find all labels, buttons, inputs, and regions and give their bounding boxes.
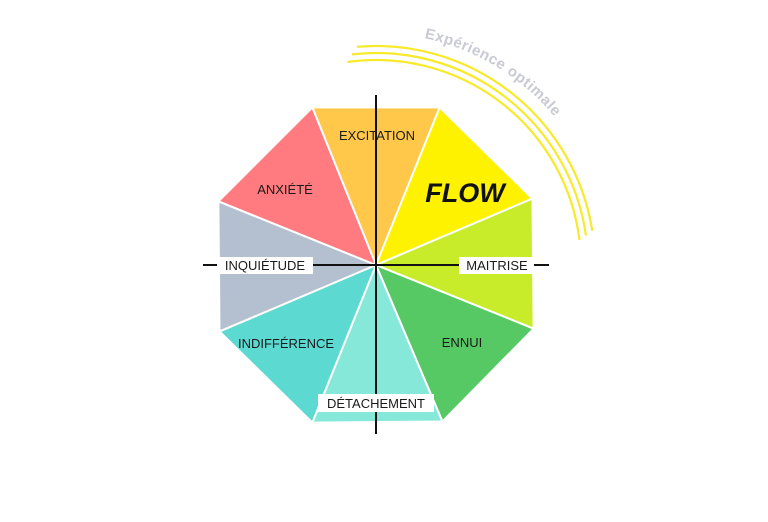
optimal-arc-3 [356, 44, 594, 231]
label-flow: FLOW [425, 178, 507, 208]
label-anxiete: ANXIÉTÉ [257, 182, 313, 197]
label-maitrise: MAITRISE [466, 258, 528, 273]
segment-anxiete [217, 106, 377, 266]
label-bg-detachement [318, 394, 434, 412]
optimal-arc-2 [351, 51, 588, 236]
label-inquietude: INQUIÉTUDE [225, 258, 306, 273]
optimal-arc-1 [347, 58, 581, 241]
label-bg-inquietude [217, 257, 313, 274]
label-bg-maitrise [459, 257, 534, 274]
label-ennui: ENNUI [442, 335, 482, 350]
optimal-experience-arcs [347, 44, 594, 241]
label-detachement: DÉTACHEMENT [327, 396, 425, 411]
label-excitation: EXCITATION [339, 128, 415, 143]
segment-labels: EXCITATION FLOW MAITRISE ENNUI DÉTACHEME… [217, 128, 534, 412]
label-indifference: INDIFFÉRENCE [238, 336, 334, 351]
